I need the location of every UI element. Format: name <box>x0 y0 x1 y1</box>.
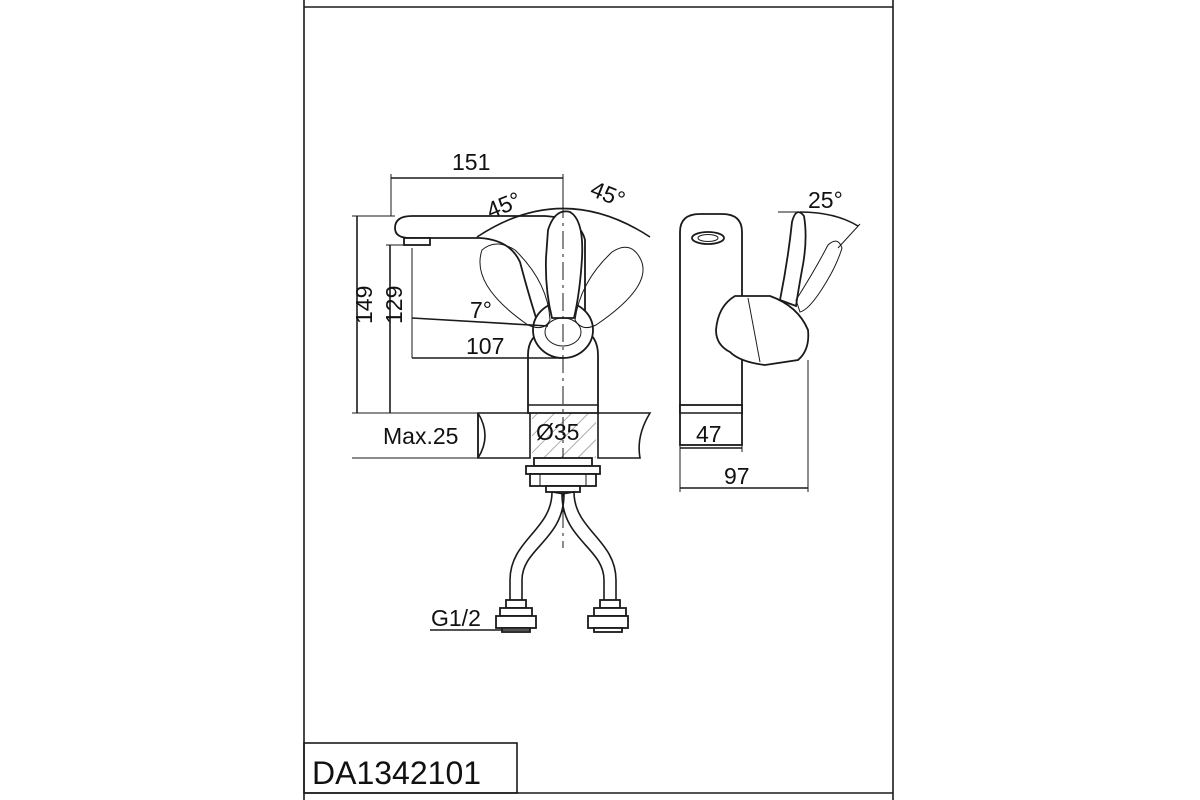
title-block: DA1342101 <box>303 742 518 794</box>
side-view: 25° 47 97 <box>679 187 861 492</box>
hose-thread-label: G1/2 <box>431 605 481 631</box>
aerator <box>403 237 431 246</box>
lever-handle <box>544 210 584 319</box>
flex-hoses <box>495 491 629 633</box>
mounting-hardware <box>525 457 601 493</box>
dim-107: 107 <box>466 333 504 359</box>
swing-right-label: 45° <box>587 176 629 213</box>
side-handle-lifted <box>795 240 843 313</box>
side-body <box>679 213 743 414</box>
handle-lift-angle: 25° <box>808 187 843 213</box>
base-diameter-label: Ø35 <box>536 419 579 445</box>
front-view: 45° 45° 151 149 129 7° 107 Max.25 Ø35 <box>351 149 652 633</box>
handle-right-position <box>574 246 644 329</box>
dim-line-tilt <box>411 317 549 327</box>
side-handle <box>778 211 807 308</box>
side-base <box>679 404 743 446</box>
dim-149: 149 <box>351 286 377 324</box>
swing-arc <box>476 207 651 238</box>
handle-left-position <box>479 243 551 329</box>
dim-151: 151 <box>452 149 490 175</box>
dim-97: 97 <box>724 463 750 489</box>
dim-129: 129 <box>381 286 407 324</box>
dim-47: 47 <box>696 421 722 447</box>
side-cartridge <box>715 295 810 366</box>
model-code: DA1342101 <box>312 755 481 791</box>
deck-max-label: Max.25 <box>383 423 458 449</box>
tilt-angle: 7° <box>470 297 492 323</box>
